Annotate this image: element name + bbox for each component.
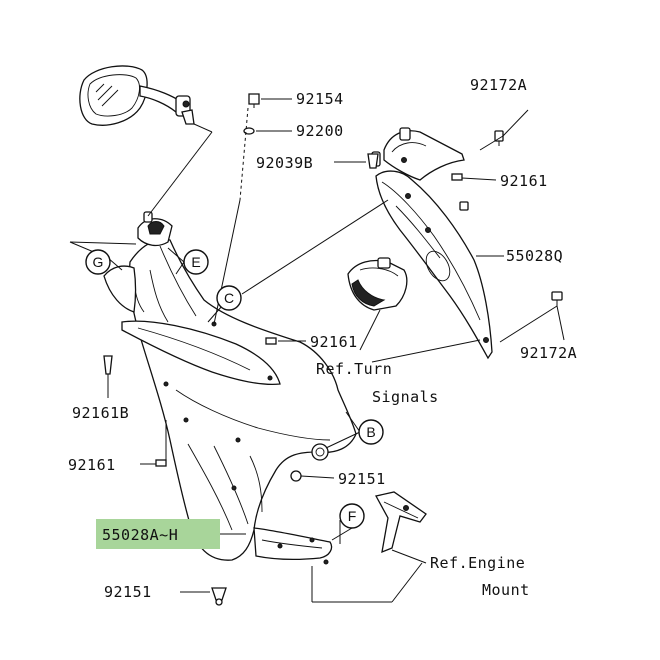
highlight-55028AH bbox=[96, 519, 220, 549]
callout-B-letter: B bbox=[366, 424, 375, 440]
ref-turn-signals-line2: Signals bbox=[372, 388, 439, 406]
callout-E-letter: E bbox=[191, 254, 200, 270]
callout-F: F bbox=[339, 503, 365, 529]
label-92161-top: 92161 bbox=[500, 172, 548, 190]
label-92161-mid: 92161 bbox=[310, 333, 358, 351]
ref-engine-mount-line1: Ref.Engine bbox=[430, 554, 525, 572]
callout-C-letter: C bbox=[224, 290, 234, 306]
engine-mount-bracket bbox=[375, 491, 427, 554]
ref-turn-signals-line1: Ref.Turn bbox=[316, 360, 392, 378]
label-92172A-top: 92172A bbox=[470, 76, 527, 94]
part-number-labels: 92154 92200 92172A 92039B 92161 55028Q 9… bbox=[68, 76, 577, 601]
turn-signal bbox=[347, 257, 408, 311]
label-92151-mid: 92151 bbox=[338, 470, 386, 488]
leader-lines bbox=[69, 98, 565, 603]
callout-circles: G E C B F bbox=[85, 249, 384, 529]
label-92161-left: 92161 bbox=[68, 456, 116, 474]
label-55028AH: 55028A~H bbox=[102, 526, 178, 544]
reference-labels: Ref.Turn Signals Ref.Engine Mount bbox=[316, 360, 530, 599]
inner-panel-55028Q bbox=[375, 170, 493, 360]
callout-G: G bbox=[85, 249, 111, 275]
label-92154: 92154 bbox=[296, 90, 344, 108]
label-92039B: 92039B bbox=[256, 154, 313, 172]
label-92200: 92200 bbox=[296, 122, 344, 140]
mirror-assembly bbox=[79, 65, 195, 126]
main-cowling bbox=[103, 235, 357, 565]
callout-E: E bbox=[183, 249, 209, 275]
label-55028Q: 55028Q bbox=[506, 247, 563, 265]
callout-G-letter: G bbox=[93, 254, 104, 270]
callout-C: C bbox=[216, 285, 242, 311]
callout-F-letter: F bbox=[348, 508, 357, 524]
cowl-upper-mount bbox=[137, 211, 173, 247]
ref-engine-mount-line2: Mount bbox=[482, 581, 530, 599]
label-92151-bottom: 92151 bbox=[104, 583, 152, 601]
label-92172A-right: 92172A bbox=[520, 344, 577, 362]
fasteners bbox=[103, 93, 563, 606]
callout-B: B bbox=[358, 419, 384, 445]
label-92161B: 92161B bbox=[72, 404, 129, 422]
